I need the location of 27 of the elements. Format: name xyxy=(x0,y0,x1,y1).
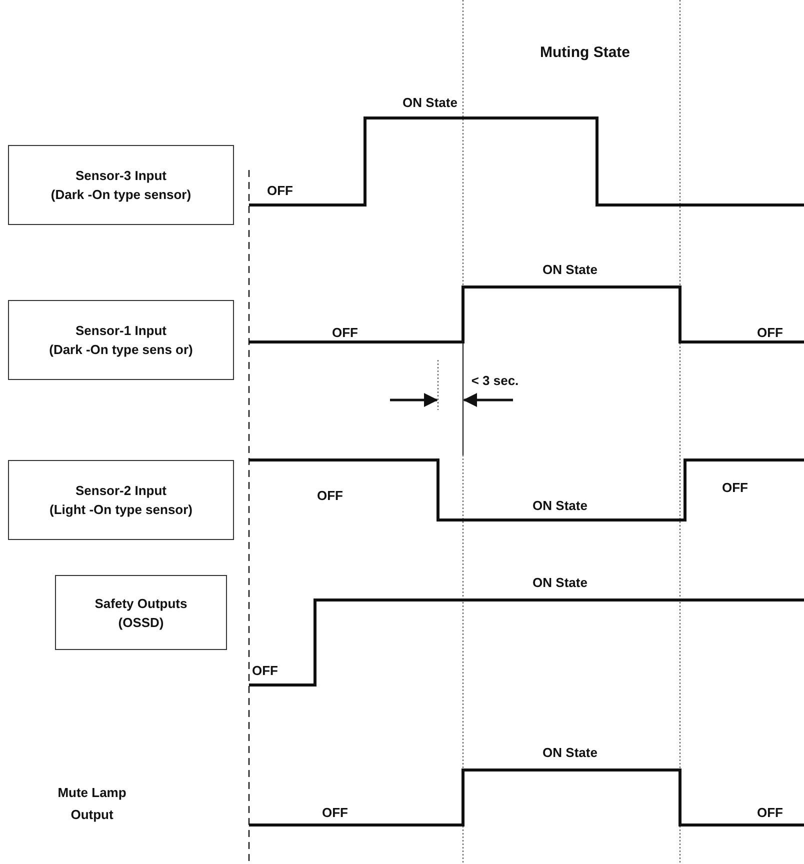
state-label: ON State xyxy=(532,575,588,591)
state-label: OFF xyxy=(252,663,278,679)
signal-name: (Dark -On type sensor) xyxy=(50,186,192,204)
state-label: OFF xyxy=(322,805,348,821)
signal-label-box xyxy=(8,300,234,380)
state-label: ON State xyxy=(542,262,598,278)
state-label: ON State xyxy=(402,95,458,111)
state-label: ON State xyxy=(532,498,588,514)
signal-name: Mute Lamp Output xyxy=(56,784,128,824)
state-label: OFF xyxy=(722,480,748,496)
signal-name: Sensor-3 Input xyxy=(75,167,166,185)
state-label: OFF xyxy=(317,488,343,504)
signal-name: (Light -On type sensor) xyxy=(50,501,192,519)
signal-name: Sensor-2 Input xyxy=(75,482,166,500)
signal-label-box xyxy=(8,145,234,225)
state-label: OFF xyxy=(757,325,783,341)
state-label: OFF xyxy=(267,183,293,199)
signal-label-box xyxy=(55,575,227,650)
state-label: OFF xyxy=(332,325,358,341)
signal-name: (Dark -On type sens or) xyxy=(49,341,193,359)
signal-name: Safety Outputs (OSSD) xyxy=(94,594,188,632)
time-label: < 3 sec. xyxy=(471,373,519,389)
signal-name: Sensor-1 Input xyxy=(75,322,166,340)
state-label: OFF xyxy=(757,805,783,821)
section-heading: Muting State xyxy=(540,45,630,61)
signal-label-box xyxy=(8,460,234,540)
state-label: ON State xyxy=(542,745,598,761)
